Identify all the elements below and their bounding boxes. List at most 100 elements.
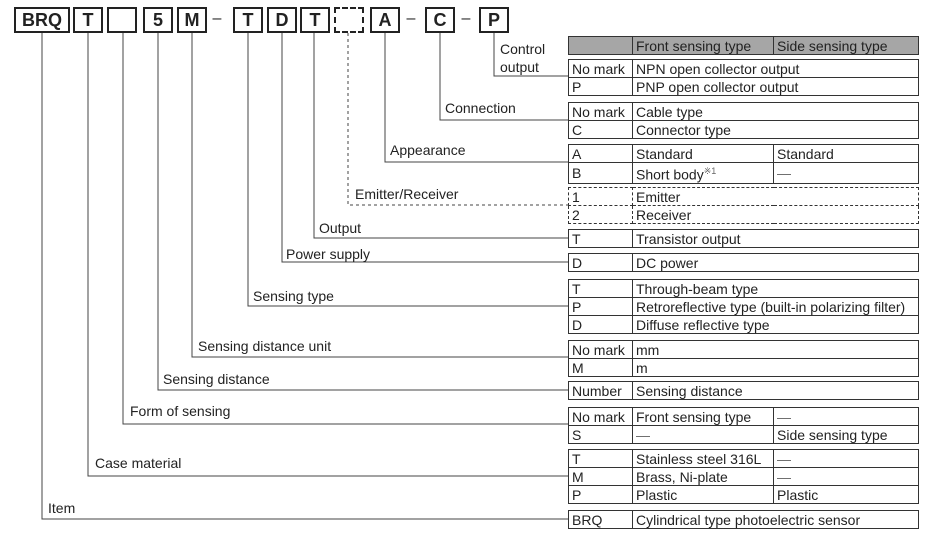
table-emitter-receiver: 1 Emitter 2 Receiver — [568, 187, 919, 224]
option-code: P — [568, 485, 633, 504]
header-front: Front sensing type — [632, 36, 774, 55]
option-desc: m — [631, 358, 920, 377]
table-sensing-type: T Through-beam type P Retroreflective ty… — [568, 279, 919, 334]
option-code: T — [568, 229, 633, 248]
code-box-power-supply: D — [267, 7, 297, 33]
option-code: B — [568, 162, 633, 184]
header-code-cell — [568, 36, 633, 55]
table-row: D Diffuse reflective type — [568, 315, 919, 334]
line-form-of-sensing — [122, 33, 568, 425]
table-row: P Retroreflective type (built-in polariz… — [568, 297, 919, 316]
line-sensing-distance-unit — [191, 33, 568, 358]
option-code: M — [568, 467, 633, 486]
table-row: S — Side sensing type — [568, 425, 919, 444]
code-box-control-output: P — [479, 7, 509, 33]
option-side: — — [773, 467, 919, 486]
option-side: Plastic — [773, 485, 919, 504]
code-box-appearance: A — [370, 7, 400, 33]
option-desc: mm — [631, 340, 920, 359]
header-side: Side sensing type — [773, 36, 919, 55]
table-row: No mark mm — [568, 340, 920, 359]
label-sensing-distance-unit: Sensing distance unit — [198, 338, 332, 354]
table-sensing-distance: Number Sensing distance — [568, 381, 920, 400]
table-row: D DC power — [568, 253, 919, 272]
option-code: D — [568, 253, 633, 272]
option-front: Plastic — [632, 485, 774, 504]
label-control-output-line2: output — [500, 59, 539, 75]
option-front-cell: Short body※1 — [632, 162, 774, 184]
option-code: P — [568, 297, 633, 316]
label-output: Output — [319, 220, 362, 236]
line-sensing-type — [247, 33, 568, 307]
table-row: T Stainless steel 316L — — [568, 449, 919, 468]
label-control-output-line1: Control — [500, 41, 546, 57]
table-row: M Brass, Ni-plate — — [568, 467, 919, 486]
line-output — [313, 33, 568, 239]
option-front: Front sensing type — [632, 407, 774, 426]
label-sensing-distance: Sensing distance — [163, 371, 270, 387]
code-box-output: T — [300, 7, 330, 33]
table-row: T Through-beam type — [568, 279, 919, 298]
label-sensing-type: Sensing type — [253, 288, 334, 304]
table-item: BRQ Cylindrical type photoelectric senso… — [568, 510, 920, 529]
option-side: — — [773, 449, 919, 468]
option-code: No mark — [568, 102, 633, 121]
option-desc: NPN open collector output — [632, 59, 919, 78]
option-code: S — [568, 425, 633, 444]
option-side: — — [773, 162, 919, 184]
option-code: 1 — [568, 187, 633, 206]
option-desc: Sensing distance — [631, 381, 920, 400]
code-box-sensing-distance: 5 — [143, 7, 173, 33]
option-side: — — [773, 407, 919, 426]
label-form-of-sensing: Form of sensing — [130, 403, 231, 419]
line-item — [41, 33, 568, 520]
line-connection — [439, 33, 568, 121]
table-row: No mark NPN open collector output — [568, 59, 919, 78]
option-code: BRQ — [568, 510, 633, 529]
code-box-connection: C — [425, 7, 455, 33]
table-row: T Transistor output — [568, 229, 919, 248]
table-row: 1 Emitter — [568, 187, 919, 206]
table-row: BRQ Cylindrical type photoelectric senso… — [568, 510, 920, 529]
option-code: P — [568, 77, 633, 96]
option-code: No mark — [568, 340, 633, 359]
option-code: 2 — [568, 205, 633, 224]
table-connection: No mark Cable type C Connector type — [568, 102, 919, 139]
option-desc: Cylindrical type photoelectric sensor — [631, 510, 920, 529]
option-front: Standard — [632, 144, 774, 163]
code-box-brq: BRQ — [14, 7, 70, 33]
option-code: A — [568, 144, 633, 163]
option-front: — — [632, 425, 774, 444]
table-row: 2 Receiver — [568, 205, 919, 224]
line-control-output — [493, 33, 568, 77]
line-emitter-receiver — [347, 33, 568, 206]
option-desc: Transistor output — [632, 229, 919, 248]
option-front: Brass, Ni-plate — [632, 467, 774, 486]
option-desc: Cable type — [632, 102, 919, 121]
label-appearance: Appearance — [390, 142, 466, 158]
option-code: Number — [568, 381, 633, 400]
option-code: No mark — [568, 407, 633, 426]
table-row: A Standard Standard — [568, 144, 919, 163]
code-box-distance-unit: M — [177, 7, 207, 33]
label-case-material: Case material — [95, 455, 182, 471]
option-desc: Receiver — [632, 205, 919, 224]
table-row: P PNP open collector output — [568, 77, 919, 96]
code-box-form-of-sensing — [107, 7, 137, 33]
footnote-mark: ※1 — [703, 166, 717, 176]
option-code: M — [568, 358, 633, 377]
code-separator: – — [461, 10, 471, 27]
table-row: P Plastic Plastic — [568, 485, 919, 504]
option-front: Short body — [636, 166, 704, 183]
table-row: B Short body※1 — — [568, 162, 919, 184]
option-desc: Connector type — [632, 120, 919, 139]
line-appearance — [384, 33, 568, 163]
option-desc: DC power — [632, 253, 919, 272]
option-desc: Retroreflective type (built-in polarizin… — [632, 297, 919, 316]
option-code: No mark — [568, 59, 633, 78]
code-box-sensing-type: T — [233, 7, 263, 33]
table-appearance: A Standard Standard B Short body※1 — — [568, 144, 919, 184]
option-desc: Emitter — [632, 187, 919, 206]
option-code: T — [568, 279, 633, 298]
